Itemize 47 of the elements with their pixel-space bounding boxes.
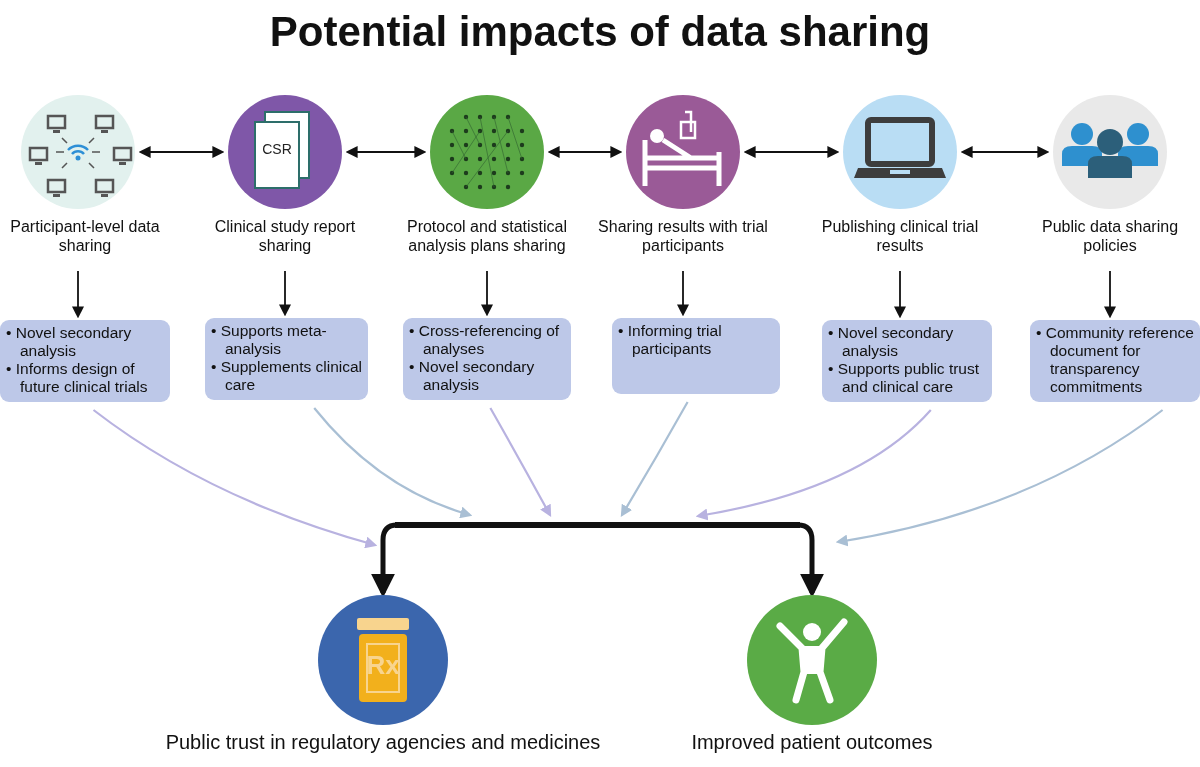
arrow [138, 146, 225, 158]
bullet-item: • Community reference document for transparency commitments [1036, 324, 1195, 396]
bullet-item: • Informs design of future clinical trials [6, 360, 149, 396]
icon-text: CSR [262, 141, 292, 157]
bullet-item: • Cross-referencing of analyses [409, 322, 561, 358]
thick-arrow [371, 522, 398, 598]
arrow [695, 409, 932, 521]
arrow [894, 270, 906, 319]
info-box [1030, 320, 1200, 402]
arrow [72, 270, 84, 319]
arrow [1104, 270, 1116, 319]
arrow [743, 146, 840, 158]
thick-arrow [797, 522, 824, 598]
arrow [481, 270, 493, 317]
arrow [92, 409, 378, 549]
arrow [279, 270, 291, 317]
arrow [960, 146, 1050, 158]
title: Potential impacts of data sharing [268, 8, 932, 56]
bullet-item: • Supports meta-analysis [211, 322, 328, 358]
bracket-bar [395, 522, 800, 528]
info-box [205, 318, 368, 400]
bullet-item: • Supplements clinical care [211, 358, 364, 394]
info-box [403, 318, 571, 400]
info-box [822, 320, 992, 402]
node-label: Improved patient outcomes [690, 733, 934, 752]
arrow [677, 270, 689, 317]
node-label: Clinical study report sharing [213, 217, 357, 255]
node-label: Public data sharing policies [1040, 217, 1180, 255]
icon-text: Rx [366, 650, 400, 680]
arrow [345, 146, 427, 158]
arrow [620, 401, 689, 518]
info-box [0, 320, 170, 402]
bullet-item: • Novel secondary analysis [409, 358, 536, 394]
bullet-item: • Informing trial participants [618, 322, 723, 358]
arrow [313, 407, 473, 518]
info-box [612, 318, 780, 394]
node-label: Sharing results with trial participants [597, 217, 769, 255]
bullet-item: • Novel secondary analysis [6, 324, 133, 360]
node-label: Public trust in regulatory agencies and medicines [164, 733, 602, 752]
arrow [835, 409, 1164, 547]
arrow [489, 407, 552, 518]
bullet-item: • Supports public trust and clinical care [828, 360, 981, 396]
node-label: Publishing clinical trial results [820, 217, 980, 255]
bullet-item: • Novel secondary analysis [828, 324, 955, 360]
node-label: Participant-level data sharing [9, 217, 161, 255]
arrow [547, 146, 623, 158]
node-label: Protocol and statistical analysis plans sharing [405, 217, 569, 255]
